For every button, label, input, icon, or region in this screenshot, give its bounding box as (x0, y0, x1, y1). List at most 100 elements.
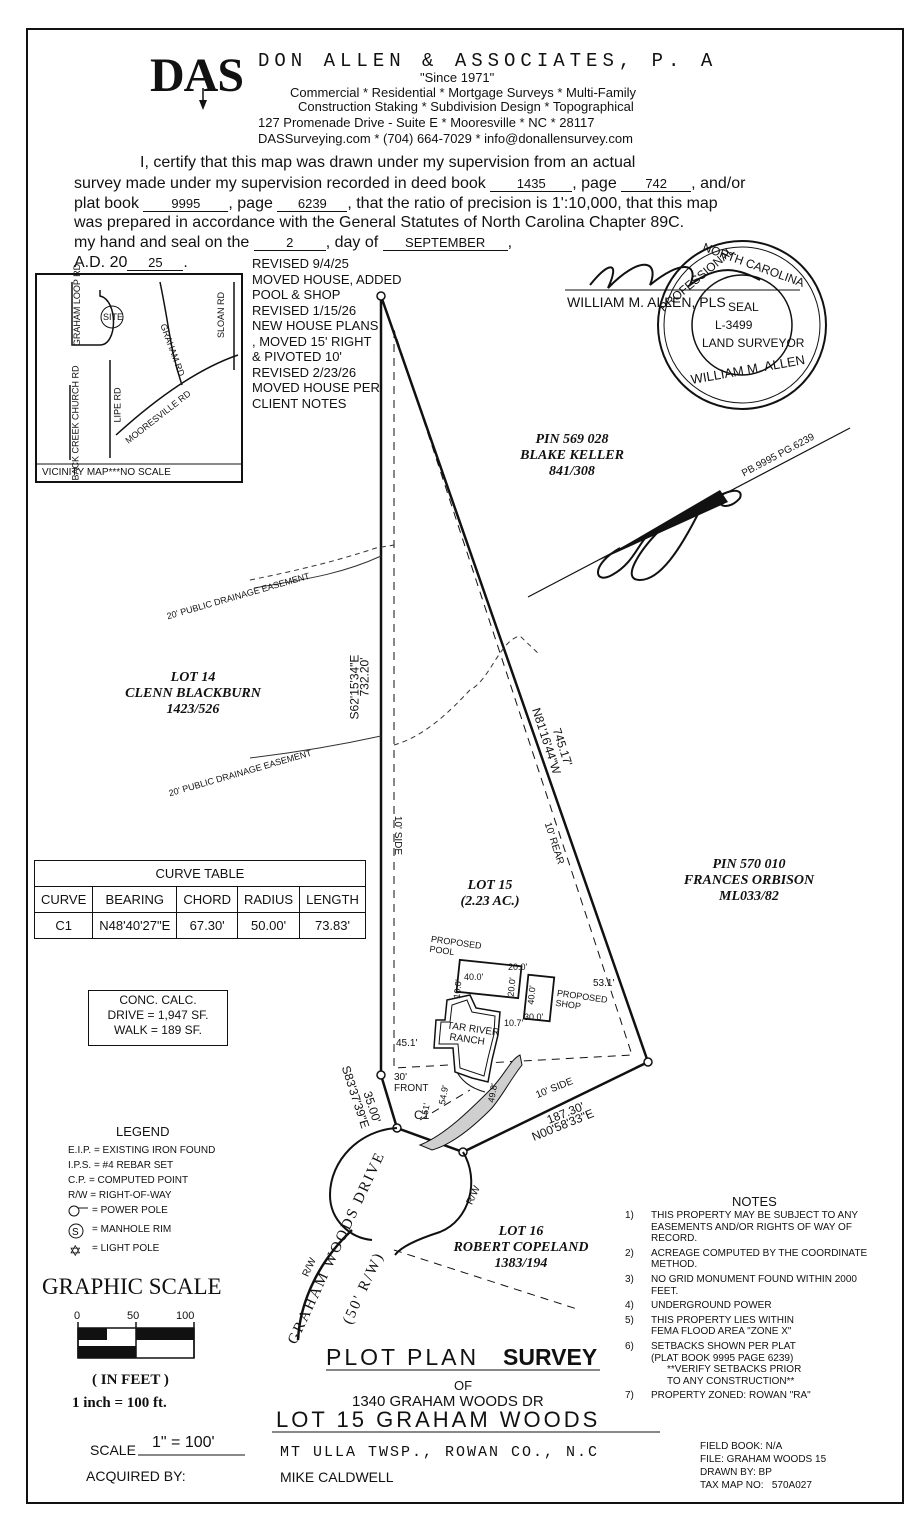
survey-sheet (26, 28, 904, 1504)
deed-page: 742 (621, 176, 692, 192)
title-survey: SURVEY (503, 1344, 598, 1370)
notes-title: NOTES (732, 1194, 777, 1209)
note-line: **VERIFY SETBACKS PRIOR (667, 1364, 802, 1376)
acquired-label: ACQUIRED BY: (86, 1468, 186, 1484)
proposed-pool (455, 958, 523, 1000)
graphic-scale-bar (77, 1322, 195, 1359)
revision-line: MOVED HOUSE, ADDED (252, 271, 402, 287)
parcel-label: PIN 570 010 (712, 857, 786, 872)
note-line: (PLAT BOOK 9995 PAGE 6239) (651, 1352, 794, 1364)
cert-plat-text: plat book (74, 195, 139, 212)
dim-10-0: 10.0' (451, 978, 464, 1000)
note-body: PROPERTY ZONED: ROWAN "RA" (651, 1390, 811, 1402)
cert-month: SEPTEMBER (382, 235, 508, 251)
surveyor-seal (657, 240, 827, 410)
cert-day: 2 (253, 235, 326, 251)
cert-line-2: survey made under my supervision recorde… (74, 175, 745, 193)
note-line: METHOD. (651, 1259, 698, 1271)
west-distance: 732.20' (357, 657, 372, 697)
revision-line: POOL & SHOP (252, 287, 341, 302)
graphic-scale-title: GRAPHIC SCALE (42, 1274, 222, 1299)
power-pole-icon (68, 1205, 88, 1217)
side-setback-label: 10' SIDE (392, 815, 404, 856)
parcel-label: PIN 569 028 (535, 432, 609, 447)
note-number: 2) (625, 1247, 634, 1259)
note-line: FEET. (651, 1285, 679, 1297)
curve-cell: 50.00' (236, 912, 301, 939)
file-info: FIELD BOOK: N/A FILE: GRAHAM WOODS 15 DR… (700, 1440, 826, 1492)
note-line: ACREAGE COMPUTED BY THE COORDINATE (651, 1247, 868, 1259)
note-number: 6) (625, 1340, 634, 1352)
cert-precision-text: , that the ratio of precision is 1':10,0… (347, 195, 718, 212)
cert-ad-text: A.D. 20 (74, 254, 128, 271)
manhole-icon: S (68, 1223, 84, 1239)
note-body: SETBACKS SHOWN PER PLAT(PLAT BOOK 9995 P… (651, 1341, 801, 1387)
scale-value: 1" = 100' (152, 1434, 215, 1451)
dim-10-7: 10.7' (504, 1018, 524, 1028)
graham-road (159, 281, 183, 386)
note-line: PROPERTY ZONED: ROWAN "RA" (651, 1390, 811, 1402)
tax-map-value: 570A027 (771, 1480, 812, 1491)
vicinity-site: SITE (103, 312, 124, 322)
cert-line-5: my hand and seal on the 2, day of SEPTEM… (74, 234, 513, 251)
cert-deed-text: survey made under my supervision recorde… (74, 175, 486, 192)
scale-tick-100: 100 (176, 1310, 195, 1322)
scale-label: SCALE (90, 1442, 136, 1458)
title-plot-plan: PLOT PLAN (326, 1344, 480, 1370)
file-name: FILE: GRAHAM WOODS 15 (700, 1454, 827, 1465)
note-item: 6) SETBACKS SHOWN PER PLAT(PLAT BOOK 9995… (625, 1341, 875, 1387)
legend-item: E.I.P. = EXISTING IRON FOUND (68, 1145, 216, 1156)
note-number: 5) (625, 1314, 634, 1326)
cert-line-4: was prepared in accordance with the Gene… (74, 214, 685, 231)
dim-53-1: 53.1' (593, 978, 615, 989)
legend-list: E.I.P. = EXISTING IRON FOUND I.P.S. = #4… (68, 1143, 215, 1256)
seal-center-3: LAND SURVEYOR (702, 336, 805, 350)
concrete-drive: DRIVE = 1,947 SF. (107, 1008, 209, 1022)
vicinity-back-creek: BACK CREEK CHURCH RD (70, 365, 81, 481)
scale-tick-0: 0 (74, 1310, 81, 1322)
concrete-walk: WALK = 189 SF. (114, 1023, 202, 1037)
drawn-by: DRAWN BY: BP (700, 1467, 772, 1478)
title-lot: LOT 15 GRAHAM WOODS (276, 1407, 601, 1432)
concrete-calc-box: CONC. CALC. DRIVE = 1,947 SF. WALK = 189… (88, 990, 228, 1046)
shop-width: 40.0' (525, 984, 538, 1006)
legend-item: = POWER POLE (92, 1205, 168, 1216)
company-name: DON ALLEN & ASSOCIATES, P. A (258, 50, 718, 72)
pool-depth: 20.0' (508, 962, 528, 972)
parcel-label: LOT 16 (498, 1224, 544, 1239)
vicinity-caption: VICINITY MAP***NO SCALE (42, 467, 171, 478)
cul-de-sac-south (394, 1151, 473, 1256)
front-setback-line (419, 1089, 471, 1121)
legend-item: = LIGHT POLE (92, 1243, 160, 1254)
curve-c1-label: C1 (414, 1108, 430, 1122)
drainage-arrow-south (249, 735, 382, 759)
site-marker (100, 305, 124, 329)
signature (589, 263, 761, 289)
drainage-swale (393, 635, 541, 746)
revision-line: CLIENT NOTES (252, 395, 347, 411)
drainage-arrow-north (253, 555, 382, 589)
vicinity-graham-loop: GRAHAM LOOP RD (72, 263, 83, 347)
legend-item: I.P.S. = #4 REBAR SET (68, 1160, 174, 1171)
revision-line: REVISED 1/15/26 (252, 302, 357, 318)
parcel-label: CLENN BLACKBURN (125, 686, 261, 701)
dim-51: 51' (419, 1102, 432, 1116)
note-line: THIS PROPERTY LIES WITHIN (651, 1314, 794, 1326)
parcel-label: ROBERT COPELAND (453, 1240, 589, 1255)
company-contact: DASSurveying.com * (704) 664-7029 * info… (258, 131, 633, 146)
drainage-easement-north (249, 544, 395, 581)
note-line: UNDERGROUND POWER (651, 1300, 772, 1312)
cert-line-3: plat book 9995, page 6239, that the rati… (74, 195, 718, 213)
curve-cell: C1 (33, 912, 94, 939)
vicinity-lipe-rd: LIPE RD (112, 387, 123, 423)
revisions-block: REVISED 9/4/25 MOVED HOUSE, ADDED POOL &… (252, 256, 402, 411)
svg-text:✡: ✡ (69, 1242, 82, 1260)
cert-plat-page-text: , page (228, 195, 273, 212)
cert-page-text: , page (572, 175, 617, 192)
curve-header: LENGTH (299, 886, 366, 913)
scale-ratio: 1 inch = 100 ft. (72, 1395, 167, 1411)
lot-14: LOT 14 CLENN BLACKBURN 1423/526 (108, 670, 278, 718)
since: "Since 1971" (420, 70, 495, 85)
